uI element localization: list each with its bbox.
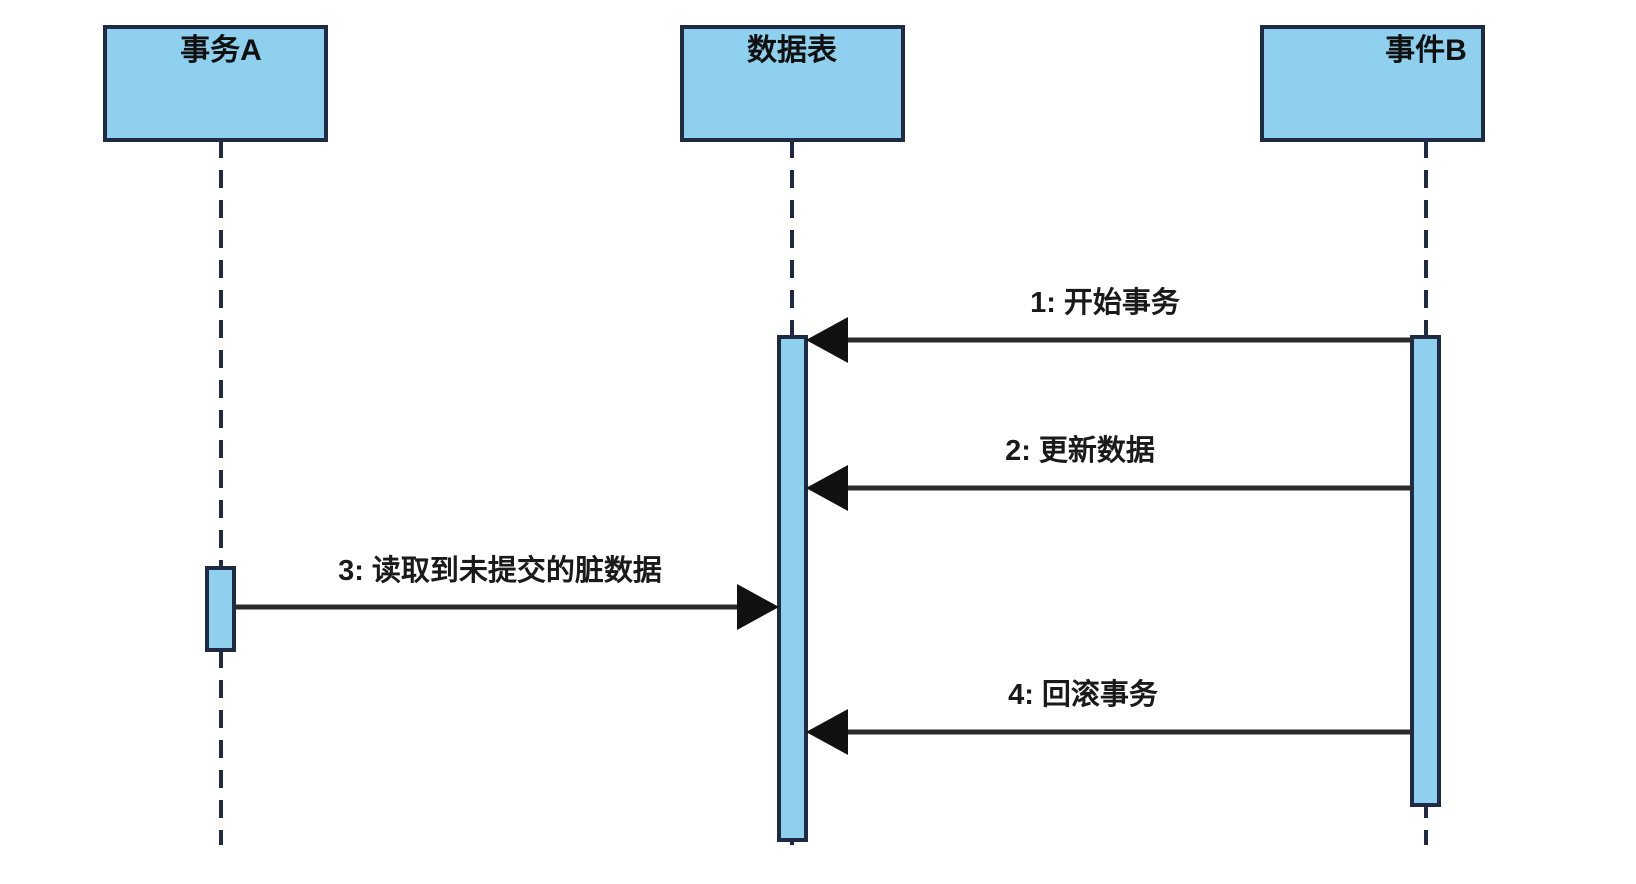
message-1[interactable]: 1: 开始事务: [806, 286, 1412, 363]
message-1-arrowhead-icon: [806, 317, 848, 363]
lifeline-header-box-data-table[interactable]: [680, 25, 905, 142]
lifeline-header-box-transaction-a[interactable]: [103, 25, 328, 142]
message-3-arrowhead-icon: [737, 584, 779, 630]
lifeline-data-table[interactable]: 数据表: [680, 25, 905, 845]
message-4-arrowhead-icon: [806, 709, 848, 755]
lifeline-transaction-a[interactable]: 事务A: [103, 25, 328, 845]
lifeline-header-box-event-b[interactable]: [1260, 25, 1485, 142]
message-4[interactable]: 4: 回滚事务: [806, 677, 1412, 755]
lifeline-title-event-b: 事件B: [1385, 34, 1467, 67]
lifeline-title-transaction-a: 事务A: [180, 34, 262, 67]
activation-bar-data-table[interactable]: [777, 335, 808, 842]
message-2-label: 2: 更新数据: [1005, 434, 1155, 467]
message-1-label: 1: 开始事务: [1030, 286, 1180, 319]
message-2-arrowhead-icon: [806, 465, 848, 511]
lifeline-event-b[interactable]: 事件B: [1260, 25, 1485, 845]
message-3-label: 3: 读取到未提交的脏数据: [338, 553, 662, 587]
message-3[interactable]: 3: 读取到未提交的脏数据: [234, 553, 779, 630]
activation-bar-transaction-a[interactable]: [205, 566, 236, 652]
message-2[interactable]: 2: 更新数据: [806, 434, 1412, 511]
lifeline-title-data-table: 数据表: [747, 34, 837, 67]
message-4-label: 4: 回滚事务: [1008, 677, 1158, 711]
activation-bar-event-b[interactable]: [1410, 335, 1441, 807]
